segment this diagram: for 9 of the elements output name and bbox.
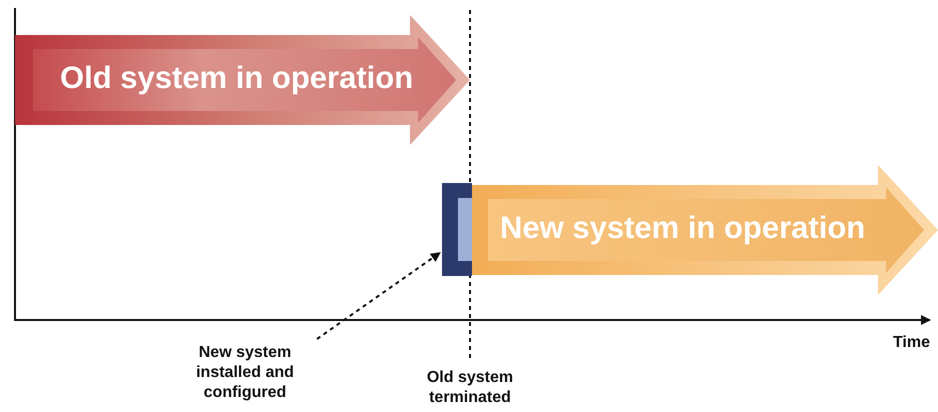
stage-arrow <box>470 165 938 295</box>
leader-arrow <box>316 252 441 340</box>
stage-label: Old system in operation <box>60 60 414 96</box>
stage-arrow <box>15 15 470 145</box>
marker-label: Old system terminated <box>426 368 514 408</box>
stage-label: New system in operation <box>500 210 866 246</box>
axis-label: Time <box>892 333 930 353</box>
annotation-text: New system installed and configured <box>165 343 325 409</box>
installation-block <box>442 183 472 276</box>
